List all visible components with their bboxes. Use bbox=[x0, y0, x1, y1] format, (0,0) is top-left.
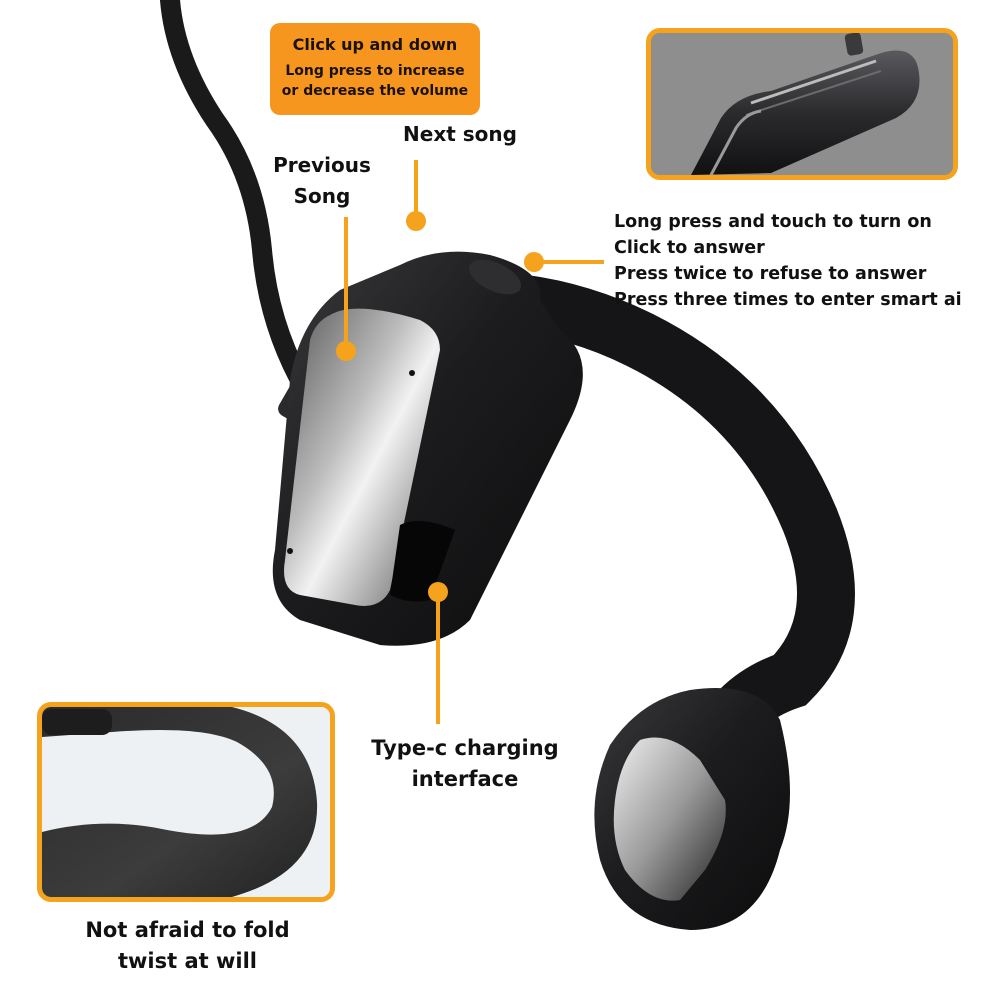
volume-callout-line2: or decrease the volume bbox=[281, 83, 469, 100]
charging-label: Type-c charging interface bbox=[345, 733, 585, 795]
cable bbox=[160, 0, 310, 390]
flexible-line2: twist at will bbox=[117, 949, 257, 973]
charging-port-dot bbox=[428, 582, 448, 602]
inset-flexible-hook bbox=[37, 702, 335, 902]
instruction-turn-on: Long press and touch to turn on bbox=[614, 212, 932, 232]
type-c-port bbox=[390, 521, 455, 602]
ear-hook-image bbox=[42, 707, 330, 897]
ear-hook bbox=[441, 271, 855, 739]
previous-song-line2: Song bbox=[293, 184, 351, 208]
transducer-pad bbox=[613, 737, 726, 901]
volume-callout-box: Click up and down Long press to increase… bbox=[270, 23, 480, 115]
volume-callout-title: Click up and down bbox=[292, 35, 458, 54]
charging-line1: Type-c charging bbox=[371, 736, 559, 760]
volume-callout-line1: Long press to increase bbox=[285, 63, 465, 79]
instruction-answer: Click to answer bbox=[614, 238, 765, 258]
inset-button-closeup bbox=[646, 28, 958, 180]
previous-song-label: Previous Song bbox=[262, 150, 382, 212]
next-song-label: Next song bbox=[403, 122, 517, 146]
multifunction-button bbox=[468, 259, 522, 295]
power-button-dot bbox=[524, 252, 544, 272]
instruction-refuse: Press twice to refuse to answer bbox=[614, 264, 927, 284]
next-song-dot bbox=[406, 211, 426, 231]
power-button-instructions: Long press and touch to turn on Click to… bbox=[614, 209, 962, 313]
callout-lines bbox=[336, 160, 604, 724]
button-housing-image bbox=[651, 33, 953, 175]
flexible-line1: Not afraid to fold bbox=[85, 918, 290, 942]
flexible-caption: Not afraid to fold twist at will bbox=[50, 915, 325, 977]
charging-line2: interface bbox=[411, 767, 519, 791]
previous-song-dot bbox=[336, 341, 356, 361]
instruction-smart-ai: Press three times to enter smart ai bbox=[614, 290, 962, 310]
previous-song-line1: Previous bbox=[273, 153, 371, 177]
